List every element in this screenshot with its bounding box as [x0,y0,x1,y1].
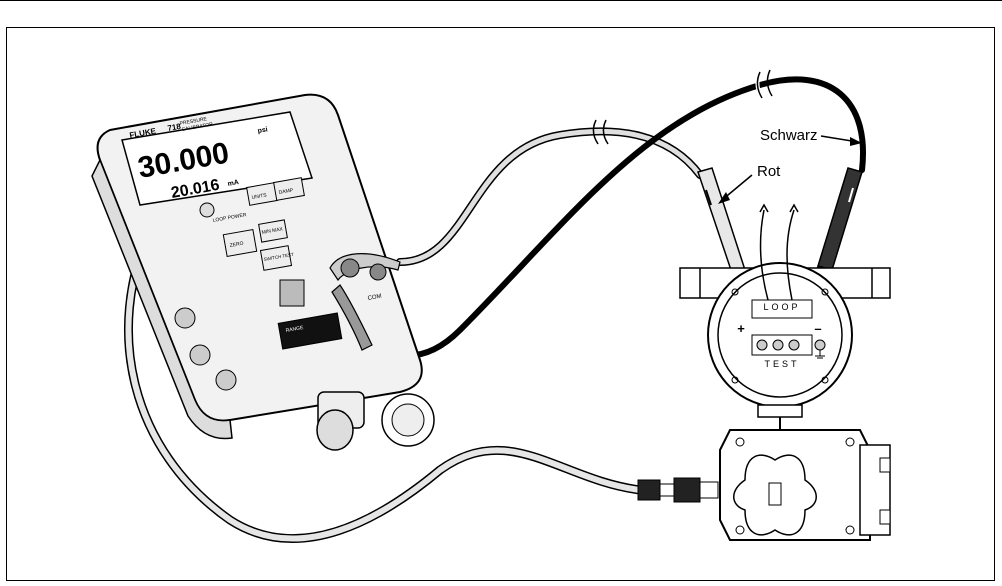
range-label: RANGE [285,325,304,334]
minus-sign: – [814,321,821,336]
terminal-test-label: TEST [764,359,799,369]
pressure-unit: psi [257,126,268,135]
calibrator-caption-2: CALIBRATOR [181,122,213,133]
calibrator-body [91,93,435,451]
com-jack-label: COM [367,294,382,302]
loop-wires [759,203,799,301]
current-unit: mA [227,179,239,188]
damp-button-label: DAMP [278,187,294,196]
calibrator-caption-1: PRESSURE [179,116,208,127]
switch-test-button-label: SWITCH TEST [263,252,294,262]
terminal-loop-label: LOOP [763,302,800,312]
hose-fitting [637,477,719,503]
calibrator-model: 718 [167,122,182,133]
zero-button-label: ZERO [229,241,244,249]
plus-sign: + [737,321,745,336]
red-lead-label: Rot [757,163,781,180]
figure-frame [6,27,995,581]
loop-power-label: LOOP POWER [212,212,247,224]
transmitter-housing [707,262,853,430]
red-lead-callout [718,174,753,204]
pressure-module [719,429,891,541]
black-lead-label: Schwarz [760,127,818,144]
ground-icon [815,350,825,359]
black-lead-callout [820,135,862,146]
top-rule [0,0,1002,1]
min-max-button-label: MIN MAX [261,226,284,236]
units-button-label: UNITS [251,192,267,201]
red-test-lead [396,119,704,266]
